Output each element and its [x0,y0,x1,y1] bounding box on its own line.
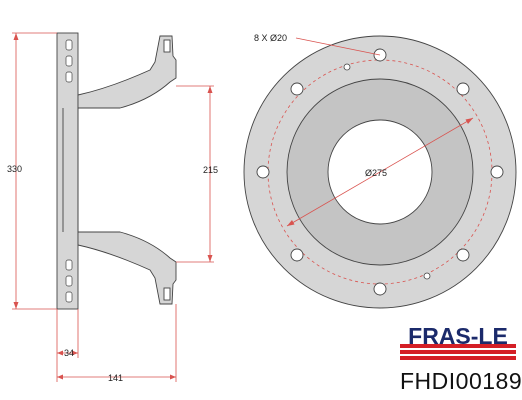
bolt-hole [256,165,270,179]
dim-hub-offset-label: 34 [64,348,74,358]
fras-le-logo: FRAS-LE [400,323,516,360]
bolt-holes [256,48,504,296]
logo-wordmark: FRAS-LE [408,323,508,349]
dim-total-height-label: 330 [7,164,22,174]
logo-stripes [400,344,516,360]
bolt-hole [456,248,470,262]
front-view: 8 X Ø20 Ø275 [243,33,517,309]
side-section-view [56,32,177,310]
bolt-holes-label: 8 X Ø20 [254,33,287,43]
hub-arm-upper [77,35,177,109]
aux-holes [343,63,431,280]
bolt-hole [290,248,304,262]
bolt-hole [490,165,504,179]
bolt-hole [373,282,387,296]
dim-total-width: 141 [56,304,177,383]
vent-slots [65,39,73,303]
hub-arm-lower [77,231,177,305]
dim-hub-offset: 34 [56,309,79,358]
bolt-hole [456,82,470,96]
part-number: FHDI00189 [400,368,522,394]
dim-total-width-label: 141 [108,373,123,383]
dim-bolt-circle: Ø275 [286,117,474,227]
dim-total-height: 330 [7,32,57,310]
bolt-circle-label: Ø275 [365,168,387,178]
dim-hub-height-label: 215 [203,165,218,175]
bolt-hole [290,82,304,96]
dim-hub-height: 215 [176,85,218,263]
